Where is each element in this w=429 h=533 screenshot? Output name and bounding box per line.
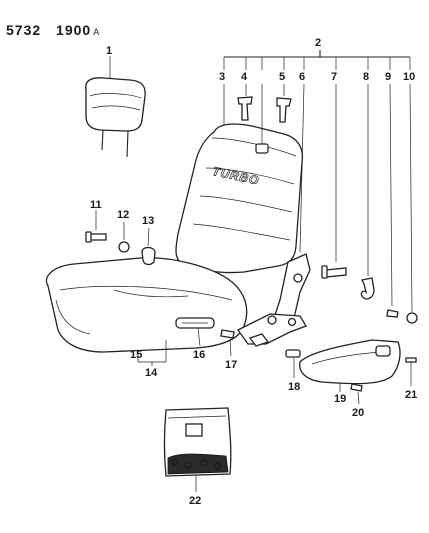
- seat-frame-part: [237, 313, 307, 347]
- hardware-items: [85, 83, 418, 405]
- callout-6: 6: [299, 71, 305, 83]
- headrest-part: [85, 56, 146, 158]
- callout-leaders: [137, 327, 201, 492]
- side-cover-part: [299, 339, 401, 392]
- callout-9: 9: [385, 71, 391, 83]
- callout-12: 12: [117, 209, 129, 221]
- seatback-part: TURBO: [175, 83, 311, 331]
- hardware-bag-part: [163, 407, 232, 477]
- callout-13: 13: [142, 215, 154, 227]
- callout-15: 15: [130, 349, 142, 361]
- callout-14: 14: [145, 367, 158, 379]
- callout-8: 8: [363, 71, 369, 83]
- diagram-revision: A: [93, 27, 101, 37]
- callout-18: 18: [288, 381, 300, 393]
- callout-10: 10: [403, 71, 415, 83]
- callout-3: 3: [219, 71, 225, 83]
- headrest-guides: [237, 84, 292, 123]
- group-2-bracket: [223, 50, 411, 70]
- callout-2: 2: [315, 37, 321, 49]
- callout-labels: 1 2 3 4 5 6 7 8 9 10 11 12 13 14 15 16 1…: [90, 37, 417, 507]
- callout-4: 4: [241, 71, 248, 83]
- callout-19: 19: [334, 393, 346, 405]
- diagram-code: 5732: [6, 22, 42, 38]
- diagram-number: 1900: [56, 22, 92, 38]
- callout-20: 20: [352, 407, 364, 419]
- callout-7: 7: [331, 71, 337, 83]
- callout-16: 16: [193, 349, 205, 361]
- callout-1: 1: [106, 45, 112, 57]
- callout-5: 5: [279, 71, 285, 83]
- seat-cushion-part: [45, 257, 248, 353]
- callout-22: 22: [189, 495, 201, 507]
- callout-17: 17: [225, 359, 237, 371]
- callout-21: 21: [405, 389, 417, 401]
- callout-11: 11: [90, 199, 102, 211]
